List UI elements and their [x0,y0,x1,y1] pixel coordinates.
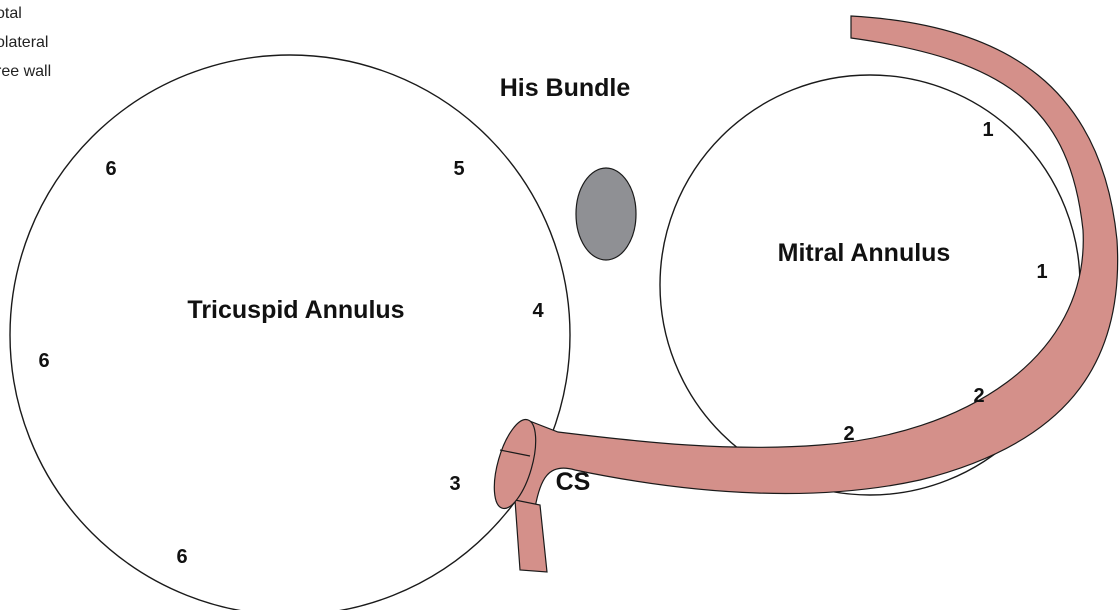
coronary-sinus-branch [515,500,547,572]
tricuspid-annulus-ring [10,55,570,610]
coronary-sinus-label: CS [556,468,591,496]
mitral-number: 1 [982,119,993,141]
legend-item-septal: otal [0,5,22,22]
tricuspid-number: 5 [453,158,464,180]
tricuspid-number: 6 [105,158,116,180]
legend-item-free-wall: ree wall [0,63,51,80]
mitral-number: 2 [973,385,984,407]
mitral-number: 2 [843,423,854,445]
tricuspid-annulus-label: Tricuspid Annulus [187,296,404,324]
his-bundle-label: His Bundle [500,74,631,102]
tricuspid-number: 6 [176,546,187,568]
mitral-annulus-label: Mitral Annulus [778,239,951,267]
his-bundle-shape [576,168,636,260]
legend: otal olateral ree wall [0,5,51,80]
mitral-number: 1 [1036,261,1047,283]
legend-item-posterolateral: olateral [0,34,48,51]
tricuspid-number: 6 [38,350,49,372]
tricuspid-number: 3 [449,473,460,495]
tricuspid-number: 4 [532,300,544,322]
